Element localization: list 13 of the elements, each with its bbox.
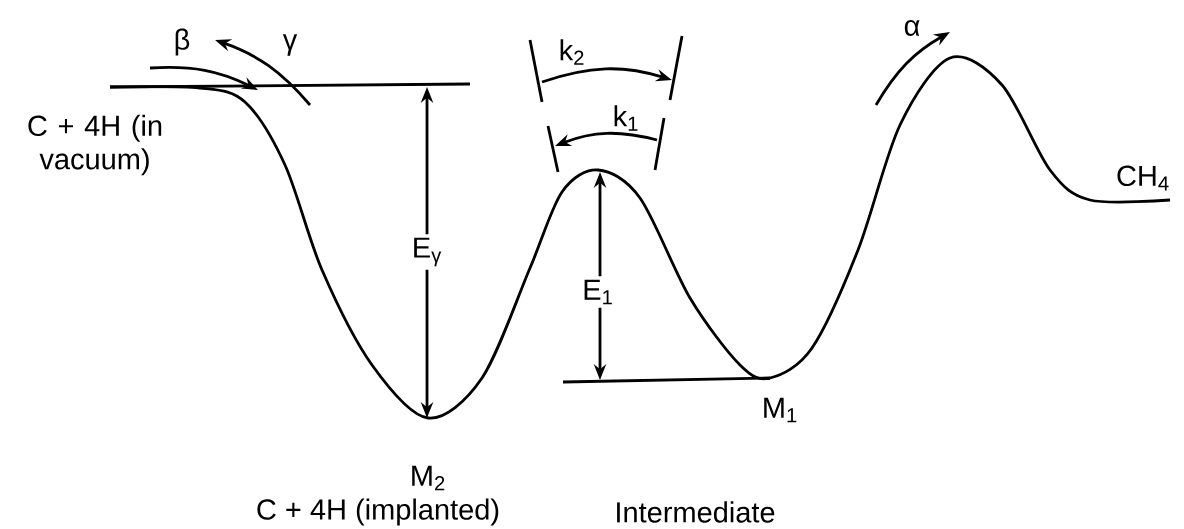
state-label: C + 4H (in vacuum) bbox=[28, 114, 162, 176]
transition-label: α bbox=[904, 20, 920, 36]
rate-label: k$_{2}$ bbox=[560, 39, 584, 65]
state-label: C + 4H (implanted) bbox=[257, 498, 499, 526]
energy-label: E$_{1}$ bbox=[578, 276, 618, 308]
minimum-label: M$_{2}$ bbox=[412, 465, 445, 491]
state-label: Intermediate bbox=[617, 501, 775, 523]
transition-label: γ bbox=[282, 34, 298, 56]
energy-label: E$_{γ}$ bbox=[408, 234, 446, 270]
rate-label: k$_{1}$ bbox=[614, 105, 638, 131]
state-label: CH$_{4}$ bbox=[1117, 165, 1169, 191]
minimum-label: M$_{1}$ bbox=[764, 397, 797, 423]
transition-label: β bbox=[175, 28, 190, 56]
